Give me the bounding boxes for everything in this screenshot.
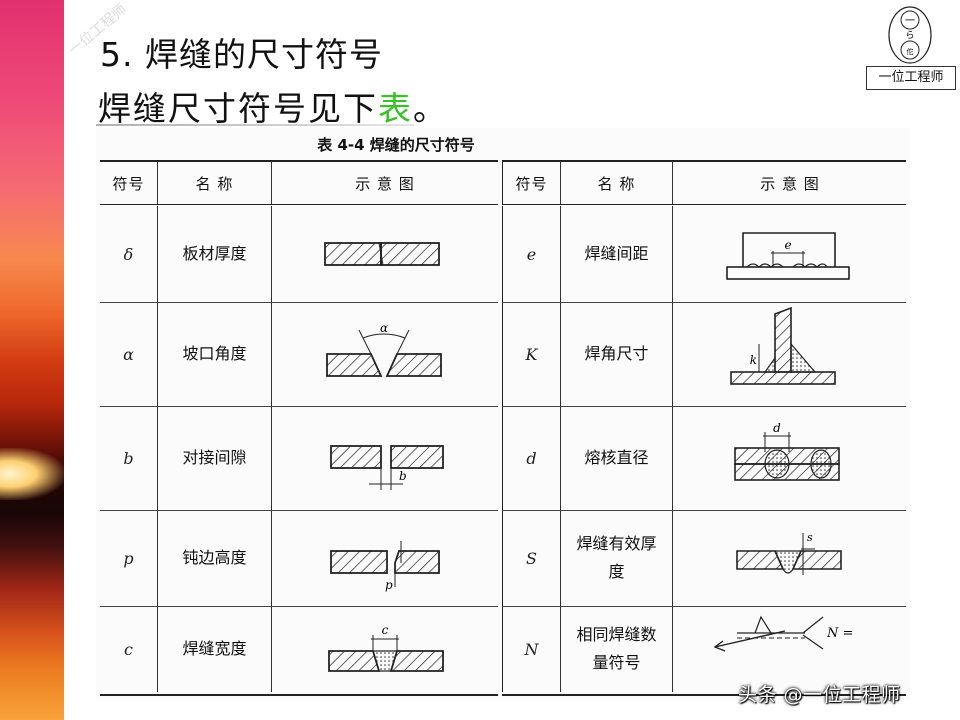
table-row: p 钝边高度 p bbox=[100, 510, 498, 607]
row-name: 对接间隙 bbox=[158, 406, 272, 510]
table-header: 符号 名 称 示 意 图 bbox=[502, 162, 906, 205]
logo-emblem: 一 ら 佗 bbox=[888, 6, 932, 64]
row-name: 板材厚度 bbox=[158, 206, 272, 302]
diagram-nugget-diameter: d bbox=[673, 406, 907, 510]
table-header: 符号 名 称 示 意 图 bbox=[100, 162, 498, 205]
diagram-label: p bbox=[385, 578, 393, 592]
diagram-root-gap: b bbox=[272, 406, 498, 510]
diagram-weld-spacing: e bbox=[673, 206, 907, 302]
row-symbol: δ bbox=[100, 206, 158, 302]
diagram-weld-width: c bbox=[272, 606, 498, 692]
row-name: 熔核直径 bbox=[561, 406, 673, 510]
slide-subtitle: 焊缝尺寸符号见下表。 bbox=[98, 82, 448, 134]
subtitle-text: 焊缝尺寸符号见下 bbox=[98, 89, 378, 128]
logo-glyph-1: 一 bbox=[905, 16, 915, 27]
table-caption: 表 4-4 焊缝的尺寸符号 bbox=[317, 136, 475, 154]
header-name: 名 称 bbox=[158, 162, 272, 204]
scanned-table-image: 表 4-4 焊缝的尺寸符号 符号 名 称 示 意 图 δ 板材厚度 α bbox=[96, 128, 910, 700]
diagram-label: c bbox=[382, 623, 389, 637]
table-right: 符号 名 称 示 意 图 e 焊缝间距 e bbox=[502, 160, 906, 696]
diagram-label: e bbox=[784, 238, 791, 252]
table-row: b 对接间隙 b bbox=[100, 406, 498, 511]
header-symbol: 符号 bbox=[100, 162, 158, 204]
row-name: 焊缝宽度 bbox=[158, 606, 272, 692]
slide-title: 5. 焊缝的尺寸符号 bbox=[100, 35, 383, 74]
table-row: e 焊缝间距 e bbox=[502, 206, 906, 303]
table-row: d 熔核直径 d bbox=[502, 406, 906, 511]
row-symbol: S bbox=[503, 510, 561, 606]
row-name: 坡口角度 bbox=[158, 302, 272, 406]
row-symbol: d bbox=[503, 406, 561, 510]
table-left: 符号 名 称 示 意 图 δ 板材厚度 α 坡口角度 bbox=[100, 160, 498, 696]
diagram-label: k bbox=[750, 353, 757, 367]
logo-glyph-3: 佗 bbox=[907, 47, 914, 56]
table-row: δ 板材厚度 bbox=[100, 206, 498, 303]
diagram-label: b bbox=[399, 469, 407, 483]
row-symbol: N bbox=[503, 606, 561, 692]
header-diagram: 示 意 图 bbox=[355, 174, 415, 193]
logo-glyph-2: ら bbox=[905, 30, 914, 41]
diagram-groove-angle: α bbox=[272, 302, 498, 406]
table-row: S 焊缝有效厚度 s bbox=[502, 510, 906, 607]
header-symbol: 符号 bbox=[503, 162, 561, 204]
header-diagram: 示 意 图 bbox=[760, 174, 820, 193]
row-name: 钝边高度 bbox=[158, 510, 272, 606]
table-row: α 坡口角度 α bbox=[100, 302, 498, 407]
sun-glow bbox=[0, 448, 64, 500]
row-symbol: c bbox=[100, 606, 158, 692]
table-row: N 相同焊缝数量符号 N = bbox=[502, 606, 906, 692]
diagram-label: d bbox=[773, 421, 781, 435]
logo-text: 一位工程师 bbox=[866, 66, 956, 90]
diagram-label: α bbox=[380, 321, 388, 335]
header-name: 名 称 bbox=[561, 162, 673, 204]
diagram-effective-throat: s bbox=[673, 510, 907, 606]
row-symbol: e bbox=[503, 206, 561, 302]
diagram-plate-thickness bbox=[272, 206, 498, 302]
diagram-root-face: p bbox=[272, 510, 498, 606]
row-symbol: b bbox=[100, 406, 158, 510]
row-name: 焊缝间距 bbox=[561, 206, 673, 302]
row-name: 焊缝有效厚度 bbox=[561, 510, 673, 606]
diagram-label: s bbox=[807, 531, 813, 544]
diagram-fillet-size: k bbox=[673, 302, 907, 406]
table-row: K 焊角尺寸 k bbox=[502, 302, 906, 407]
row-symbol: α bbox=[100, 302, 158, 406]
subtitle-end: 。 bbox=[413, 89, 448, 128]
diagram-label: N = bbox=[826, 626, 853, 641]
footer-watermark: 头条 @一位工程师 bbox=[738, 684, 901, 706]
row-symbol: K bbox=[503, 302, 561, 406]
sunset-side-image bbox=[0, 0, 64, 720]
row-name: 相同焊缝数量符号 bbox=[561, 606, 673, 692]
diagram-weld-count: N = bbox=[673, 606, 907, 692]
brand-logo: 一 ら 佗 一位工程师 bbox=[866, 4, 956, 90]
subtitle-underline bbox=[96, 124, 414, 126]
subtitle-highlight: 表 bbox=[378, 89, 413, 128]
row-symbol: p bbox=[100, 510, 158, 606]
table-row: c 焊缝宽度 c bbox=[100, 606, 498, 692]
row-name: 焊角尺寸 bbox=[561, 302, 673, 406]
